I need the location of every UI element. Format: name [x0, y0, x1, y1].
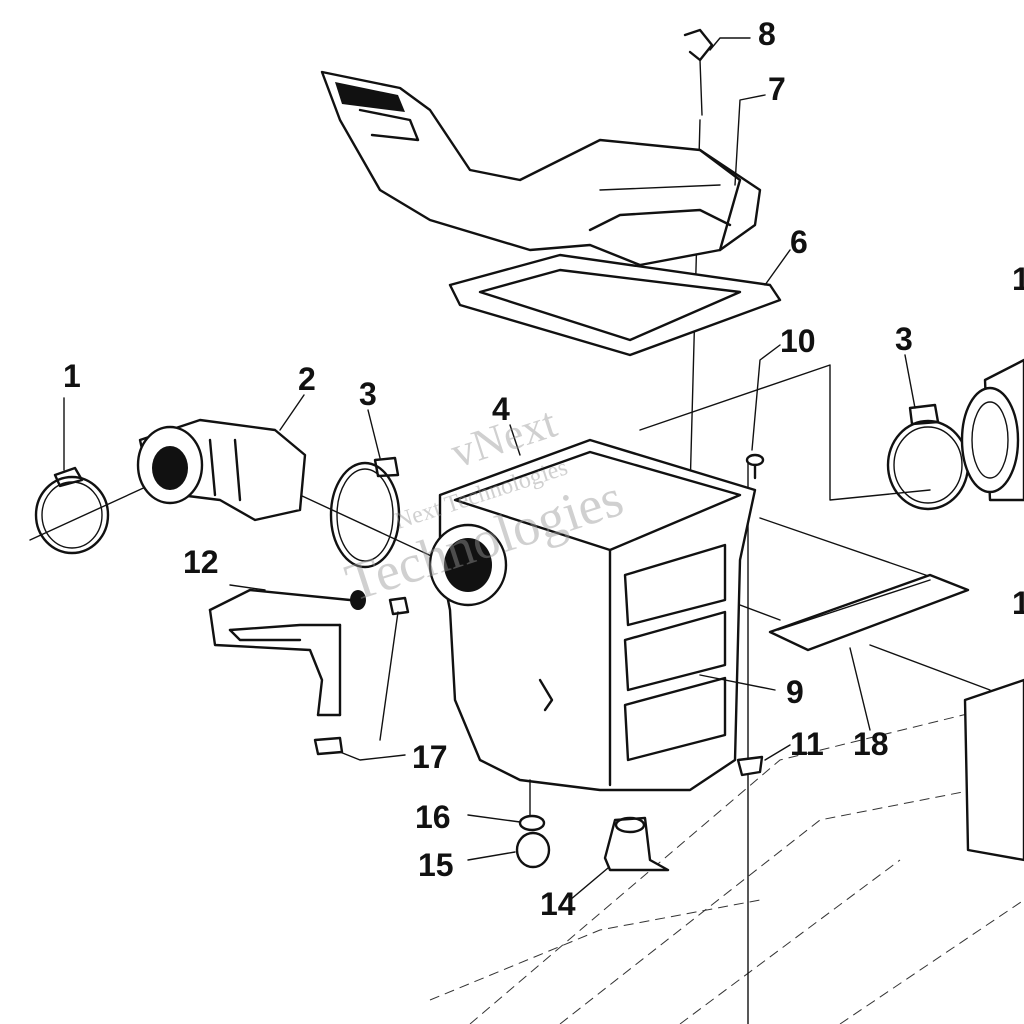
- callout-15: 15: [418, 847, 454, 883]
- top-gasket: [448, 253, 782, 357]
- hose-clamp-center: [329, 456, 401, 569]
- screw-10: [745, 453, 765, 480]
- callout-numbers: 1 2 3 3 4 6 7 8 9 10 11 12 14 15 16 17 1…: [63, 16, 1024, 922]
- drain-plug: [515, 779, 551, 869]
- small-clamps: [313, 596, 410, 756]
- callout-17: 17: [412, 739, 448, 775]
- callout-18: 18: [853, 726, 889, 762]
- callout-2: 2: [298, 361, 316, 397]
- mount-bracket: [603, 816, 670, 872]
- air-intake-duct: [320, 70, 762, 267]
- callout-11: 11: [790, 726, 824, 762]
- callout-3-left: 3: [359, 376, 377, 412]
- callout-10: 10: [780, 323, 816, 359]
- callout-12: 12: [183, 544, 219, 580]
- callout-14: 14: [540, 886, 576, 922]
- callout-4: 4: [492, 391, 510, 427]
- inlet-boot: [136, 418, 307, 522]
- callout-1-edge-top: 1: [1012, 261, 1024, 297]
- callout-9: 9: [786, 674, 804, 710]
- right-outlet-component: [960, 358, 1024, 862]
- callout-3-right: 3: [895, 321, 913, 357]
- airbox-housing: [428, 438, 757, 792]
- callout-16: 16: [415, 799, 451, 835]
- filter-panel: [768, 573, 970, 652]
- frame-background: [429, 699, 1024, 1024]
- push-rivet-11: [736, 755, 764, 777]
- callout-6: 6: [790, 224, 808, 260]
- callout-1: 1: [63, 358, 81, 394]
- callout-1-edge-mid: 1: [1012, 585, 1024, 621]
- hose-clamp-left: [34, 466, 110, 555]
- callout-leaders: [63, 37, 916, 901]
- drain-hose: [208, 588, 366, 717]
- callout-8: 8: [758, 16, 776, 52]
- callout-7: 7: [768, 71, 786, 107]
- hose-clamp-right: [886, 403, 970, 511]
